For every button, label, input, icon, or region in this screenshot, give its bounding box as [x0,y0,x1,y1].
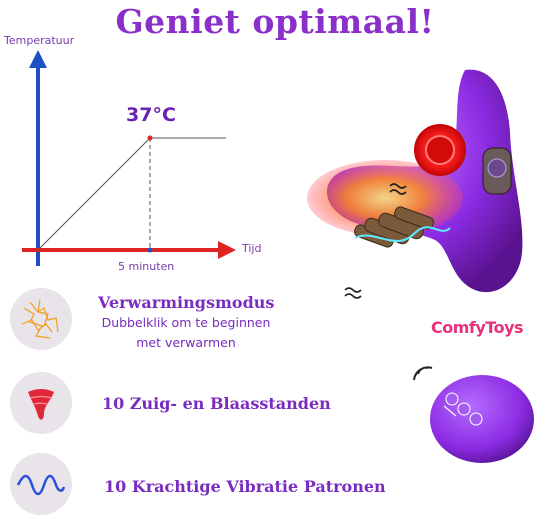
time-point [147,247,153,253]
feature-title-vibration: 10 Krachtige Vibratie Patronen [104,477,386,496]
x-axis-label: Tijd [242,242,262,255]
page-title: Geniet optimaal! [115,2,435,41]
remote-control-image [413,366,534,463]
peak-point [147,135,153,141]
temperature-value: 37°C [126,104,176,126]
subtitle-line-1: Dubbelklik om te beginnen [101,315,271,330]
vibration-wave-icon [10,453,72,515]
y-axis-arrow [29,50,47,68]
brand-logo: ComfyToys [431,318,524,337]
temperature-graph [22,50,236,266]
time-value: 5 minuten [118,260,175,273]
ramp-line [37,137,151,251]
feature-title-warming: Verwarmingsmodus [98,293,275,312]
subtitle-line-2: met verwarmen [136,335,236,350]
feature-title-suction: 10 Zuig- en Blaasstanden [102,394,331,413]
x-axis-arrow [218,241,236,259]
y-axis-label: Temperatuur [4,34,75,47]
feature-subtitle-warming: Dubbelklik om te beginnen met verwarmen [88,313,284,353]
suction-icon [10,372,72,434]
product-image [307,69,523,299]
warming-icon [10,288,72,350]
